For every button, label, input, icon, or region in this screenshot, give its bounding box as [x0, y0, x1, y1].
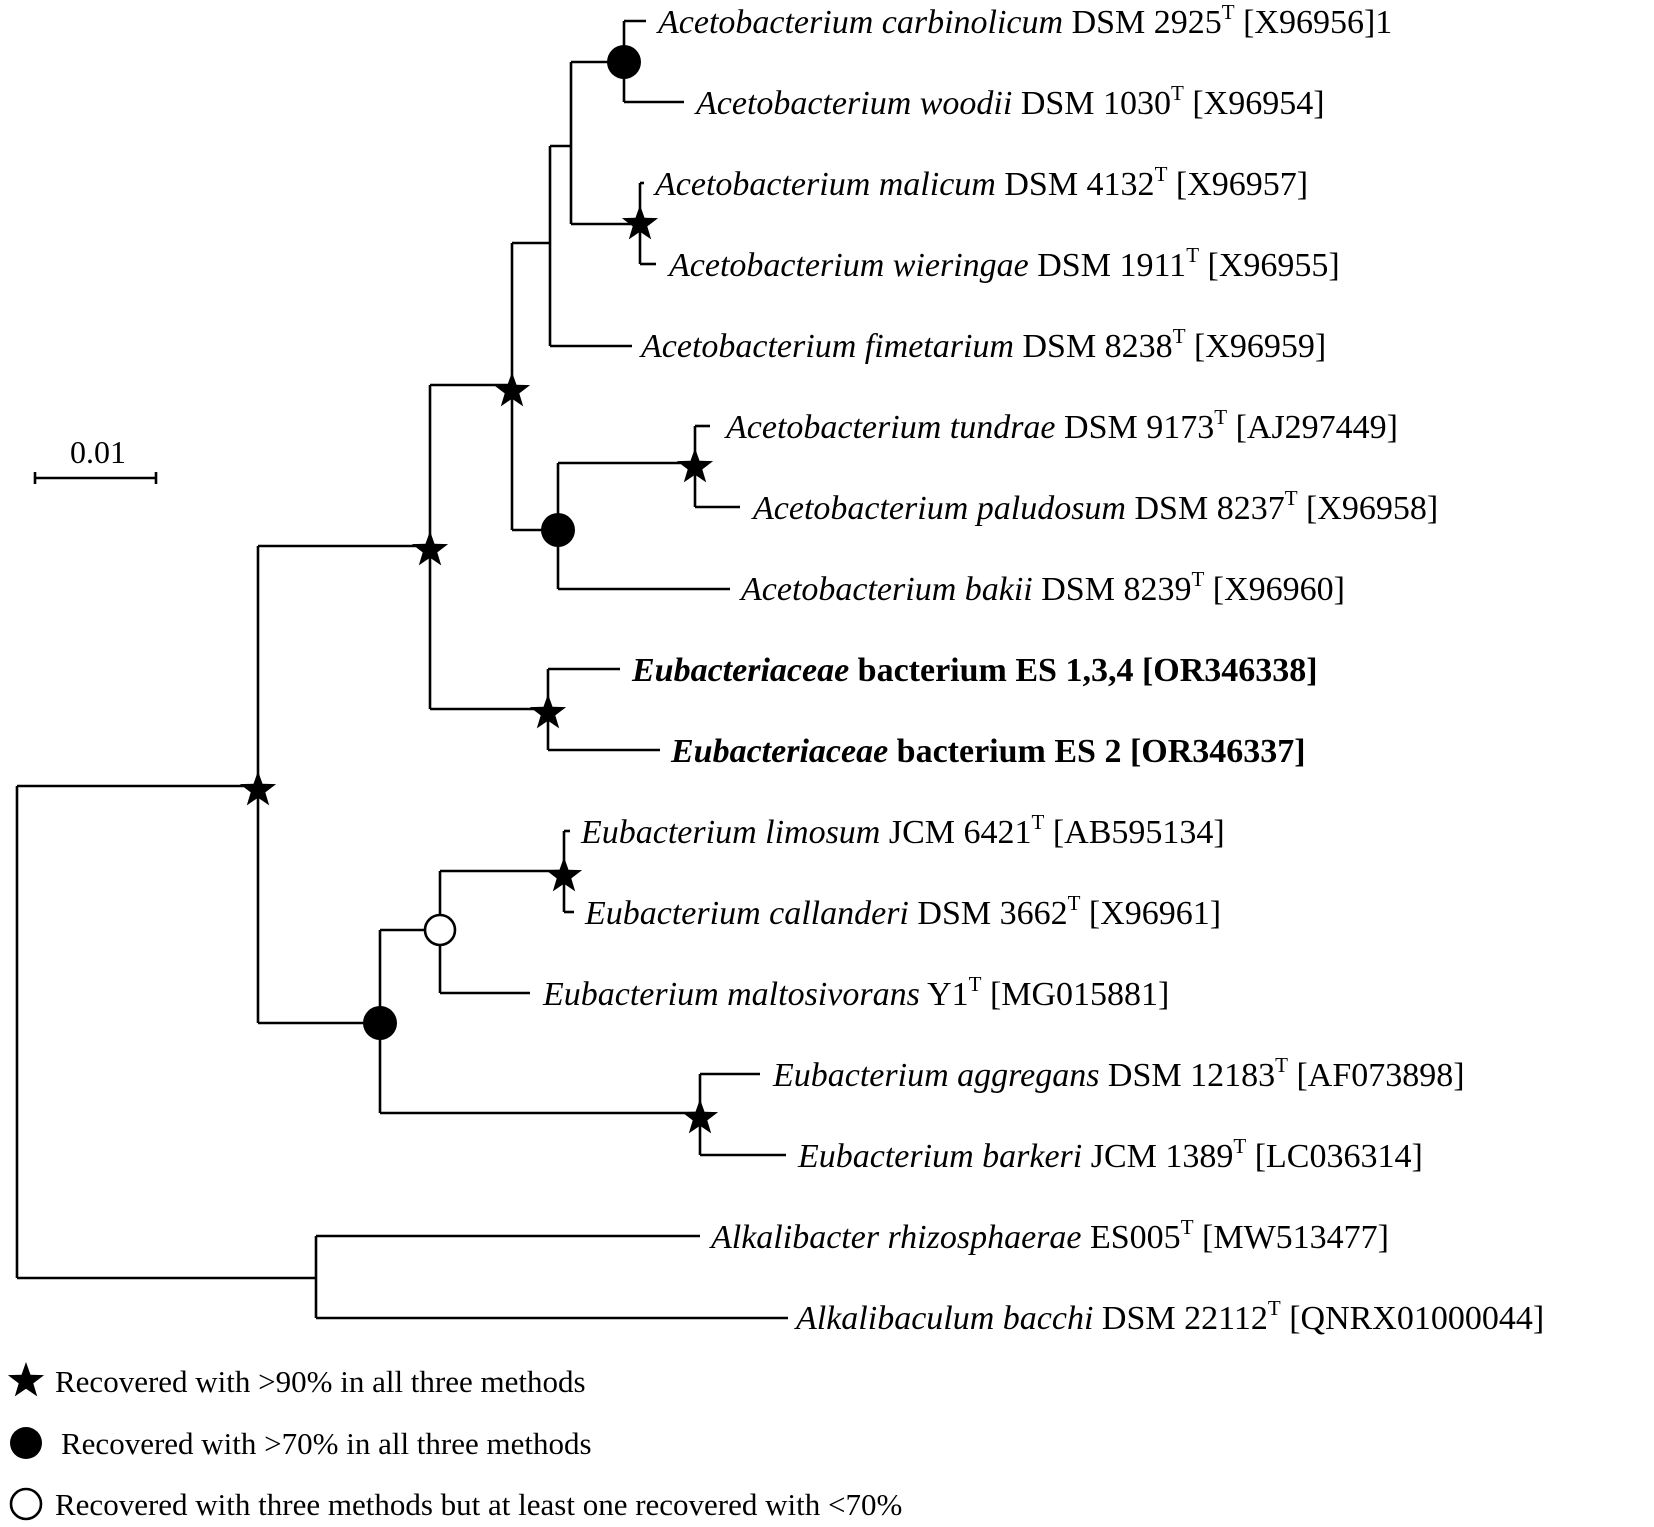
taxon-label: Alkalibacter rhizosphaerae ES005T [MW513… [709, 1215, 1389, 1256]
legend-text: Recovered with three methods but at leas… [55, 1487, 902, 1522]
support-filled-circle-icon [541, 513, 575, 547]
taxon-labels: Acetobacterium carbinolicum DSM 2925T [X… [542, 0, 1544, 1337]
taxon-label: Acetobacterium woodii DSM 1030T [X96954] [694, 81, 1325, 122]
taxon-label: Eubacterium maltosivorans Y1T [MG015881] [542, 972, 1169, 1013]
legend-text: Recovered with >70% in all three methods [61, 1426, 592, 1461]
support-filled-circle-icon [363, 1006, 397, 1040]
taxon-label: Eubacterium limosum JCM 6421T [AB595134] [580, 810, 1225, 851]
taxon-label-isolate: Eubacteriaceae bacterium ES 2 [OR346337] [670, 733, 1306, 770]
legend-star-icon [7, 1362, 45, 1397]
taxon-label: Acetobacterium malicum DSM 4132T [X96957… [653, 162, 1308, 203]
taxon-label: Eubacterium barkeri JCM 1389T [LC036314] [797, 1134, 1423, 1175]
taxon-label: Acetobacterium carbinolicum DSM 2925T [X… [656, 0, 1392, 41]
legend-filled-circle-icon [10, 1427, 42, 1459]
taxon-label: Acetobacterium paludosum DSM 8237T [X969… [751, 486, 1438, 527]
taxon-label: Alkalibaculum bacchi DSM 22112T [QNRX010… [794, 1296, 1544, 1337]
taxon-label: Acetobacterium bakii DSM 8239T [X96960] [739, 567, 1345, 608]
taxon-label: Eubacterium callanderi DSM 3662T [X96961… [584, 891, 1221, 932]
taxon-label: Eubacterium aggregans DSM 12183T [AF0738… [772, 1053, 1465, 1094]
scale-bar: 0.01 [33, 434, 158, 484]
legend-open-circle-icon [9, 1487, 43, 1521]
taxon-label: Acetobacterium tundrae DSM 9173T [AJ2974… [724, 405, 1398, 446]
taxon-label: Acetobacterium wieringae DSM 1911T [X969… [667, 243, 1340, 284]
support-markers [239, 45, 719, 1134]
taxon-label-isolate: Eubacteriaceae bacterium ES 1,3,4 [OR346… [631, 652, 1318, 689]
support-open-circle-icon [423, 913, 457, 947]
support-filled-circle-icon [607, 45, 641, 79]
taxon-label: Acetobacterium fimetarium DSM 8238T [X96… [639, 324, 1326, 365]
scale-bar-label: 0.01 [70, 434, 126, 470]
legend: Recovered with >90% in all three methods… [7, 1362, 902, 1522]
legend-text: Recovered with >90% in all three methods [55, 1364, 586, 1399]
